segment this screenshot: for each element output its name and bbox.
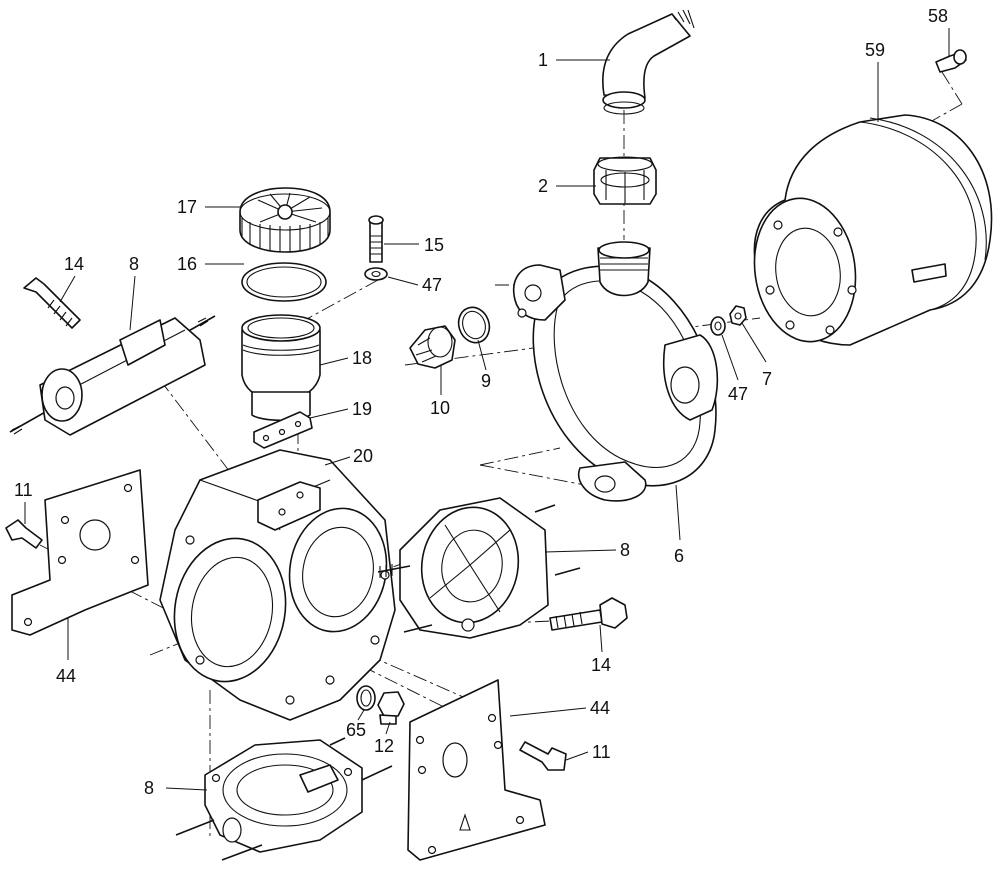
label-14-right: 14 bbox=[591, 655, 611, 675]
o-ring-9-part bbox=[457, 306, 491, 344]
label-65: 65 bbox=[346, 720, 366, 740]
hose-elbow-part bbox=[602, 9, 695, 115]
label-10: 10 bbox=[430, 398, 450, 418]
leader-lines bbox=[24, 28, 950, 791]
part-labels: 1 2 58 59 17 16 15 47 18 19 20 14 8 9 10… bbox=[14, 6, 948, 798]
cap-17-part bbox=[239, 187, 331, 253]
screw-15-part bbox=[368, 215, 384, 263]
label-18: 18 bbox=[352, 348, 372, 368]
label-11-left: 11 bbox=[14, 480, 33, 500]
label-58: 58 bbox=[928, 6, 948, 26]
label-59: 59 bbox=[865, 40, 885, 60]
label-47-top: 47 bbox=[422, 275, 442, 295]
screw-58-part bbox=[935, 49, 967, 73]
union-nut-part bbox=[593, 156, 657, 205]
label-1: 1 bbox=[538, 50, 548, 70]
valve-10-part bbox=[409, 325, 456, 369]
label-8-top: 8 bbox=[129, 254, 139, 274]
label-7: 7 bbox=[762, 369, 772, 389]
label-44-left: 44 bbox=[56, 666, 76, 686]
cover-housing-part bbox=[753, 114, 993, 346]
bracket-44-left-part bbox=[11, 469, 149, 636]
o-ring-16-part bbox=[241, 262, 327, 302]
label-19: 19 bbox=[352, 399, 372, 419]
label-6: 6 bbox=[674, 546, 684, 566]
plug-12-part bbox=[377, 691, 405, 725]
label-15: 15 bbox=[424, 235, 444, 255]
pump-head-8-bottom-part bbox=[175, 737, 393, 861]
bolt-11-left-part bbox=[5, 519, 43, 549]
o-ring-65-part bbox=[356, 685, 376, 711]
bolt-block-8-top-part bbox=[9, 315, 216, 436]
bracket-44-right-part bbox=[407, 679, 546, 861]
label-17: 17 bbox=[177, 197, 197, 217]
label-8-right: 8 bbox=[620, 540, 630, 560]
pump-head-8-right-part bbox=[377, 497, 581, 639]
label-16: 16 bbox=[177, 254, 197, 274]
label-11-right: 11 bbox=[592, 742, 611, 762]
label-14-left: 14 bbox=[64, 254, 84, 274]
washer-47-top-part bbox=[364, 267, 388, 281]
label-12: 12 bbox=[374, 736, 394, 756]
label-2: 2 bbox=[538, 176, 548, 196]
label-44-right: 44 bbox=[590, 698, 610, 718]
label-20: 20 bbox=[353, 446, 373, 466]
label-47-right: 47 bbox=[728, 384, 748, 404]
pump-body-20-part bbox=[159, 449, 396, 721]
clip-19-part bbox=[253, 411, 313, 449]
bolt-14-right-part bbox=[549, 597, 628, 631]
nut-7-part bbox=[729, 305, 747, 326]
bolt-11-right-part bbox=[519, 741, 567, 771]
washer-47-right-part bbox=[710, 316, 726, 336]
label-9: 9 bbox=[481, 371, 491, 391]
strainer-bowl-18-part bbox=[241, 314, 321, 422]
label-8-bottom: 8 bbox=[144, 778, 154, 798]
housing-ring-part bbox=[513, 241, 719, 502]
bolt-14-left-part bbox=[23, 277, 81, 329]
